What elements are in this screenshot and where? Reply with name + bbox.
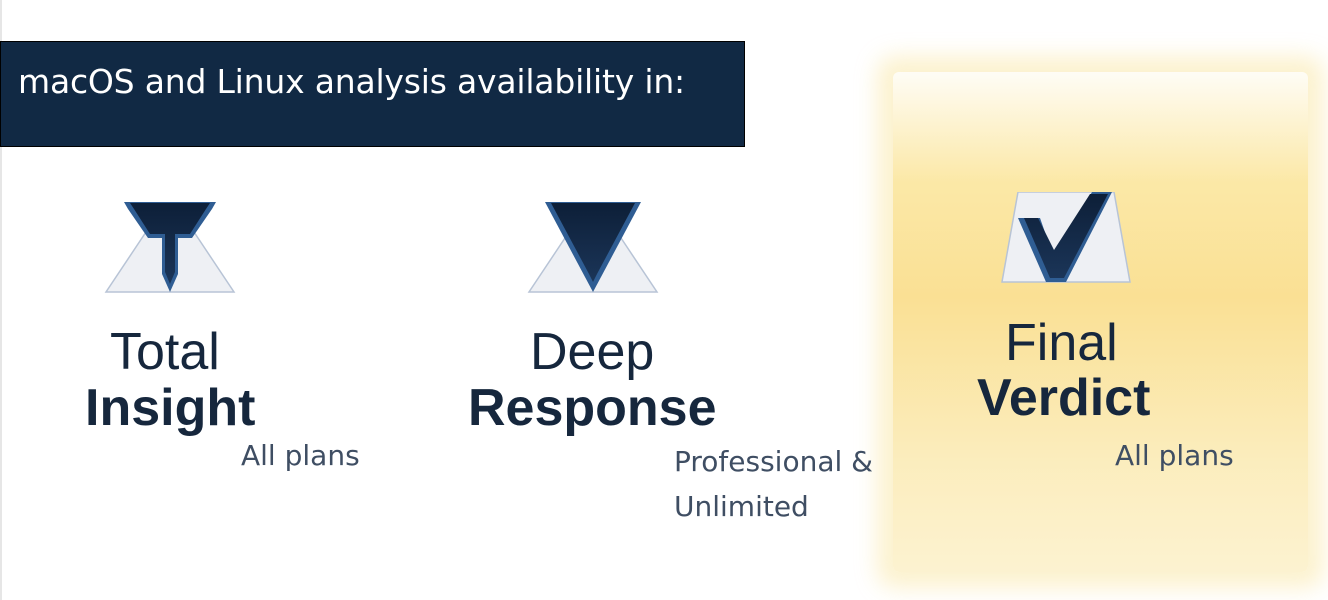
final-verdict-highlight [893, 72, 1308, 572]
total-insight-name-bold: Insight [85, 379, 256, 437]
title-banner [0, 41, 745, 147]
deep-response-name-bold: Response [468, 379, 717, 437]
total-insight-plan: All plans [241, 439, 360, 472]
left-edge-divider [0, 0, 2, 600]
deep-response-plan-line1: Professional & [674, 445, 874, 478]
final-verdict-name-light: Final [1005, 314, 1118, 372]
deep-response-logo-icon [527, 202, 659, 293]
total-insight-name-light: Total [110, 323, 220, 381]
banner-title: macOS and Linux analysis availability in… [18, 62, 685, 101]
deep-response-name-light: Deep [530, 323, 655, 381]
final-verdict-logo-icon [1001, 192, 1131, 283]
deep-response-plan-line2: Unlimited [674, 490, 809, 523]
total-insight-logo-icon [104, 202, 236, 293]
final-verdict-plan: All plans [1115, 439, 1234, 472]
final-verdict-name-bold: Verdict [977, 369, 1151, 427]
